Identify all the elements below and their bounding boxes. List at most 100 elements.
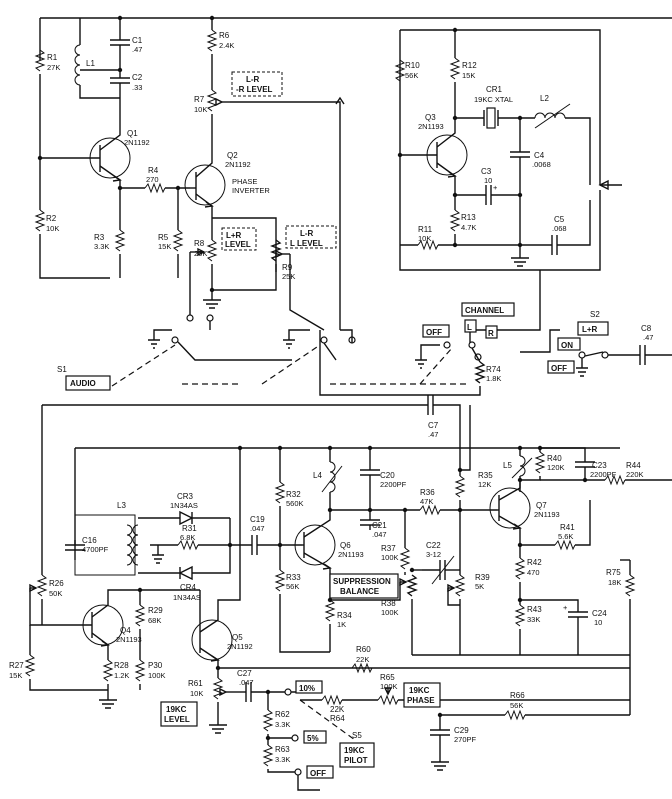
r41-name: R41 [560,523,575,532]
potentiometer-r8: R8 25K [186,218,218,322]
switch-s1-linkage: S1 [57,344,470,387]
wire-r35-feed [460,405,471,471]
cr4-name: CR4 [180,583,197,592]
q2-role2: INVERTER [232,186,270,195]
r5-value: 15K [158,242,171,251]
resistor-r37: R37 100K [381,510,411,575]
q5-type: 2N1192 [227,642,253,651]
transistor-q2: Q2 2N1192 PHASE INVERTER [184,151,270,218]
r74-name: R74 [486,365,501,374]
c3-name: C3 [481,167,492,176]
channel-switch [415,341,482,369]
q1-type: 2N1192 [124,138,150,147]
ground-q3 [452,242,529,267]
r34-name: R34 [337,611,352,620]
r39-value: 5K [475,582,484,591]
q1-name: Q1 [127,129,138,138]
r35-name: R35 [478,471,493,480]
c2-name: C2 [132,73,143,82]
q4-name: Q4 [120,626,131,635]
inductor-l4: L4 [313,448,370,511]
c29-name: C29 [454,726,469,735]
resistor-r35: R35 12K [454,467,493,570]
l-level-box: L-R L LEVEL [285,225,337,249]
r74-value: 1.8K [486,374,501,383]
c8-name: C8 [641,324,652,333]
c23-value: 2200PF [590,470,617,479]
c4-value: .0068 [532,160,551,169]
capacitor-c16: C16 4700PF [65,514,136,576]
c21-value: .047 [372,530,387,539]
r13-name: R13 [461,213,476,222]
capacitor-c4: C4 .0068 [510,118,551,245]
c27-name: C27 [237,669,252,678]
kc-phase-box: 19KC PHASE [403,682,441,708]
r3-value: 3.3K [94,242,109,251]
resistor-r36: R36 47K [370,488,497,516]
resistor-r27: R27 15K [9,625,108,691]
s5-linkage [299,699,356,741]
lr-level-line2: -R LEVEL [236,85,273,94]
potentiometer-r61: R61 10K [188,665,630,734]
r29-value: 68K [148,616,161,625]
resistor-r10: R10 56K [394,59,420,82]
channel-r-label: R [488,329,494,338]
c20-value: 2200PF [380,480,407,489]
r35-value: 12K [478,480,491,489]
potentiometer-r74: R74 1.8K [319,330,501,396]
q2-type: 2N1192 [225,160,251,169]
r28-name: R28 [114,661,129,670]
l-level-line1: L-R [300,229,314,238]
kc-level-box: 19KC LEVEL [160,701,198,727]
s2-label-group: S2 [590,310,600,319]
resistor-r13: R13 4.7K [449,200,476,245]
c16-value: 4700PF [82,545,109,554]
r40-name: R40 [547,454,562,463]
ground-r8 [203,299,221,309]
inductor-l2: L2 [534,94,591,185]
osc-feed [469,270,541,345]
potentiometer-r39: R39 5K [447,570,490,655]
r11-value: 10K [418,234,431,243]
c3-value: 10 [484,176,492,185]
cr3-name: CR3 [177,492,194,501]
transistor-q4: Q4 2N1193 [82,589,142,660]
resistor-r6: R6 2.4K [206,18,234,52]
inductor-l5: L5 [503,448,533,492]
capacitor-c19: C19 .047 [250,515,302,555]
c22-value: 3-12 [426,550,441,559]
r43-value: 33K [527,615,540,624]
r5-name: R5 [158,233,169,242]
potentiometer-r9: R9 25K [270,239,295,281]
r66-name: R66 [510,691,525,700]
c4-name: C4 [534,151,545,160]
r36-name: R36 [420,488,435,497]
pct10-box: 10% [284,680,323,696]
c29-value: 270PF [454,735,477,744]
lplus-level-line2: LEVEL [225,240,251,249]
channel-l-box: L [464,319,477,333]
resistor-r30: P30 100K [134,659,166,690]
capacitor-c1: C1 .47 [110,18,143,70]
r75-value: 18K [608,578,621,587]
c2-value: .33 [132,83,142,92]
pct10-label: 10% [299,684,315,693]
r6-name: R6 [219,31,230,40]
resistor-r29: R29 68K [134,587,163,660]
r10-value: 56K [405,71,418,80]
q7-name: Q7 [536,501,547,510]
on-label: ON [561,341,573,350]
c24-name: C24 [592,609,607,618]
c8-value: .47 [643,333,653,342]
r8-name: R8 [194,239,205,248]
potentiometer-r38: R38 100K [381,574,418,655]
r36-value: 47K [420,497,433,506]
r12-value: 15K [462,71,475,80]
switch-s1-right [283,329,356,361]
c16-name: C16 [82,536,97,545]
resistor-r75: R75 18K [606,559,636,715]
c5-name: C5 [554,215,565,224]
resistor-r62: R62 3.3K [262,692,290,738]
suppression-box: SUPPRESSION BALANCE [329,573,399,599]
r6-value: 2.4K [219,41,234,50]
